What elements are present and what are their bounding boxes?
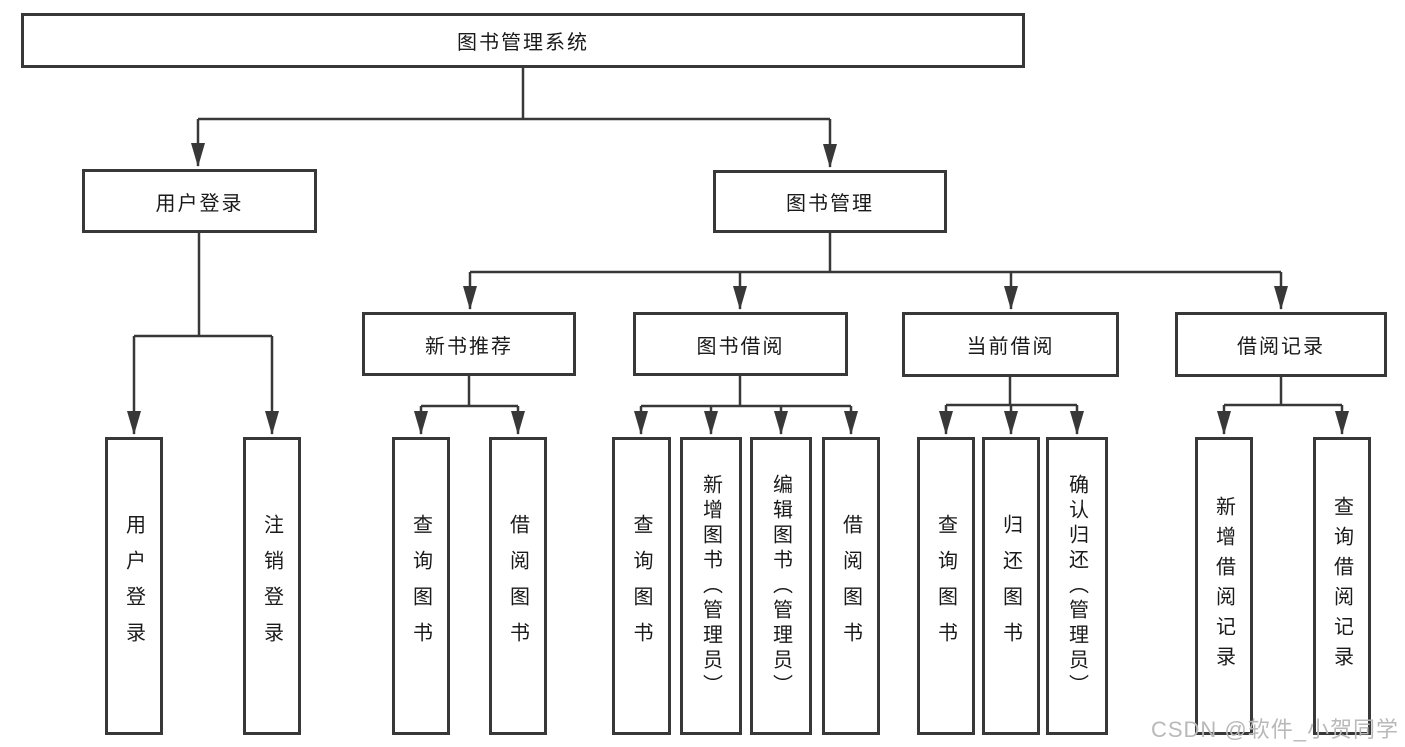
node-library-management-system: 图书管理系统 — [21, 13, 1025, 68]
leaf-user-login: 用户登录 — [105, 437, 163, 735]
node-label: 借阅图书 — [839, 514, 862, 658]
csdn-watermark: CSDN @软件_小贺同学 — [1150, 717, 1399, 742]
leaf-add-borrow-record: 新增借阅记录 — [1195, 437, 1253, 735]
leaf-query-borrow-record: 查询借阅记录 — [1313, 437, 1371, 735]
node-label: 用户登录 — [155, 192, 244, 215]
node-new-book-recommendation: 新书推荐 — [362, 312, 576, 376]
node-label: 查询图书 — [630, 514, 652, 658]
node-label: 图书管理系统 — [457, 32, 589, 54]
leaf-query-books-current: 查询图书 — [917, 437, 975, 735]
node-label: 查询借阅记录 — [1330, 496, 1353, 676]
node-book-management: 图书管理 — [713, 170, 947, 233]
node-borrowing-records: 借阅记录 — [1175, 312, 1387, 377]
leaf-add-books-admin: 新增图书（管理员） — [680, 437, 742, 735]
node-label: 查询图书 — [934, 514, 957, 658]
node-label: 查询图书 — [409, 514, 432, 658]
node-user-login: 用户登录 — [82, 169, 317, 233]
node-label: 新增图书（管理员） — [699, 473, 722, 699]
node-label: 确认归还（管理员） — [1065, 473, 1088, 699]
node-label: 编辑图书（管理员） — [769, 473, 792, 699]
node-label: 图书借阅 — [696, 335, 785, 358]
leaf-confirm-return-admin: 确认归还（管理员） — [1046, 437, 1108, 735]
node-label: 借阅图书 — [506, 514, 529, 658]
leaf-query-books-borrow: 查询图书 — [612, 437, 671, 735]
leaf-logout: 注销登录 — [243, 437, 301, 735]
node-label: 用户登录 — [122, 514, 145, 658]
node-label: 新增借阅记录 — [1212, 496, 1235, 676]
leaf-query-books-recommend: 查询图书 — [392, 437, 450, 735]
node-label: 图书管理 — [786, 193, 874, 215]
node-label: 新书推荐 — [425, 335, 513, 358]
node-book-borrowing: 图书借阅 — [633, 312, 848, 376]
node-label: 归还图书 — [999, 514, 1022, 658]
node-current-borrowing: 当前借阅 — [902, 312, 1119, 377]
leaf-edit-books-admin: 编辑图书（管理员） — [750, 437, 812, 735]
node-label: 当前借阅 — [966, 336, 1055, 358]
node-label: 注销登录 — [260, 514, 283, 658]
node-label: 借阅记录 — [1237, 336, 1325, 358]
leaf-return-books: 归还图书 — [982, 437, 1040, 735]
leaf-borrow-books: 借阅图书 — [822, 437, 880, 735]
leaf-borrow-books-recommend: 借阅图书 — [489, 437, 547, 735]
